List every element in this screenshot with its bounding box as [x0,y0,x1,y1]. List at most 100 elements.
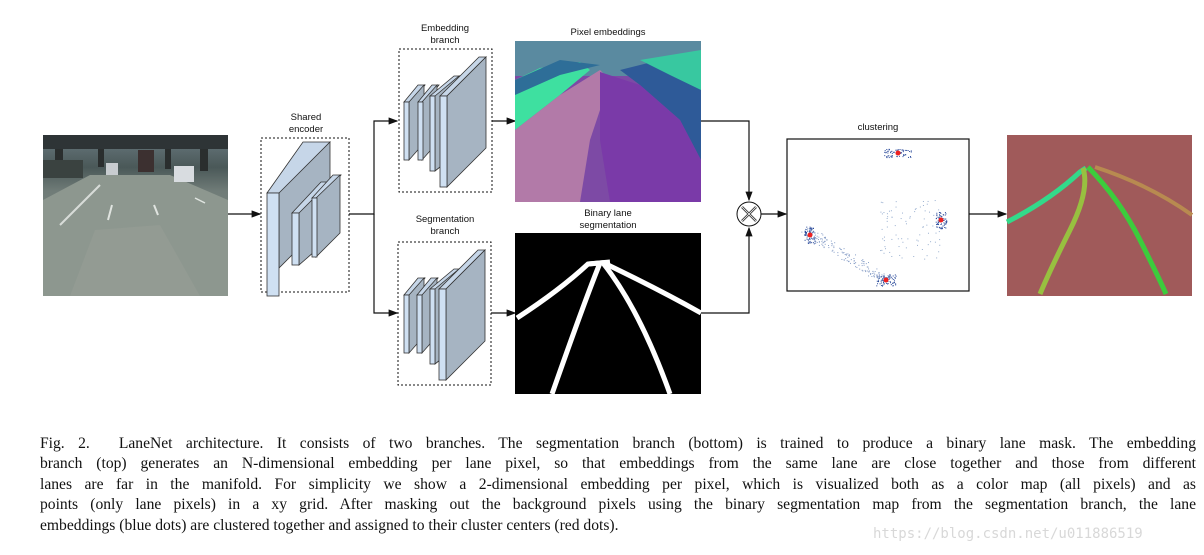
embedding-point [809,228,811,230]
embedding-point [922,204,924,206]
embedding-point [864,269,866,271]
embedding-point [883,277,885,279]
embedding-point [901,238,903,240]
embedding-point [824,236,826,238]
embedding-point [871,275,873,277]
embedding-point [810,239,812,241]
embedding-point [889,251,891,253]
embedding-point [868,268,870,270]
embedding-point [945,213,947,215]
embedding-point [853,260,855,262]
embedding-point [882,282,884,284]
binary-label-line1: Binary lane [584,208,632,219]
embedding-point [855,266,857,268]
embedding-point [936,212,938,214]
embedding-point [876,276,878,278]
embedding-point [856,266,858,268]
embedding-point [883,252,885,254]
embedding-point [808,239,810,241]
embedding-point [806,237,808,239]
caption-line: Fig. 2. LaneNet architecture. It consist… [40,435,1196,452]
embedding-point [935,232,937,234]
embedding-point [808,242,810,244]
embedding-point [804,231,806,233]
embedding-point [880,280,882,282]
embedding-point [823,246,825,248]
embedding-point [807,230,809,232]
embedding-point [822,242,824,244]
embedding-point [895,275,897,277]
embedding-point [935,221,937,223]
embedding-point [868,275,870,277]
embedding-point [944,212,946,214]
embedding-point [895,234,897,236]
embedding-point [843,248,845,250]
embedding-point [946,220,948,222]
embedding-point [877,281,879,283]
embedding-point [945,223,947,225]
embedding-point [895,284,897,286]
embedding-point [944,226,946,228]
embedding-point [868,262,870,264]
embedding-point [890,151,892,153]
embedding-point [809,229,811,231]
embedding-point [880,279,882,281]
embedding-point [861,269,863,271]
embedding-point [824,243,826,245]
embedding-point [890,152,892,154]
embedding-point [894,276,896,278]
embedding-point [890,282,892,284]
embedding-point [874,273,876,275]
embedding-point [866,266,868,268]
embedding-point [814,239,816,241]
embedding-point [909,216,911,218]
embedding-point [885,277,887,279]
embedding-point [904,149,906,151]
embedding-point [886,213,888,215]
embedding-point [879,276,881,278]
embedding-point [876,268,878,270]
embedding-point [896,149,898,151]
embedding-point [848,255,850,257]
embedding-point [941,226,943,228]
shared-encoder-label-line1: Shared [290,112,322,123]
embedding-point [877,277,879,279]
embedding-point [863,264,865,266]
embedding-branch-block [398,48,493,193]
embedding-point [938,221,940,223]
embedding-point [809,228,811,230]
embedding-point [865,271,867,273]
embedding-point [940,224,942,226]
embedding-point [935,218,937,220]
embedding-point [830,240,832,242]
embedding-point [807,240,809,242]
embedding-point [872,271,874,273]
embedding-point [842,252,844,254]
embedding-point [822,234,824,236]
embedding-branch-label: Embedding branch [405,23,485,47]
embedding-point [809,241,811,243]
embedding-point [943,219,945,221]
embedding-point [891,216,893,218]
embedding-point [833,247,835,249]
embedding-point [891,150,893,152]
embedding-point [806,238,808,240]
embedding-point [847,253,849,255]
embedding-point [902,241,904,243]
embedding-point [821,243,823,245]
embedding-point [879,277,881,279]
embedding-point [910,151,912,153]
embedding-point [850,259,852,261]
embedding-point [883,273,885,275]
embedding-point [812,230,814,232]
embedding-point [810,227,812,229]
embedding-point [916,244,918,246]
embedding-point [882,238,884,240]
embedding-point [818,239,820,241]
binary-segmentation-image [515,233,703,395]
embedding-point [924,210,926,212]
embedding-point [943,222,945,224]
embedding-point [863,263,865,265]
embedding-point [900,218,902,220]
embedding-point [806,226,808,228]
